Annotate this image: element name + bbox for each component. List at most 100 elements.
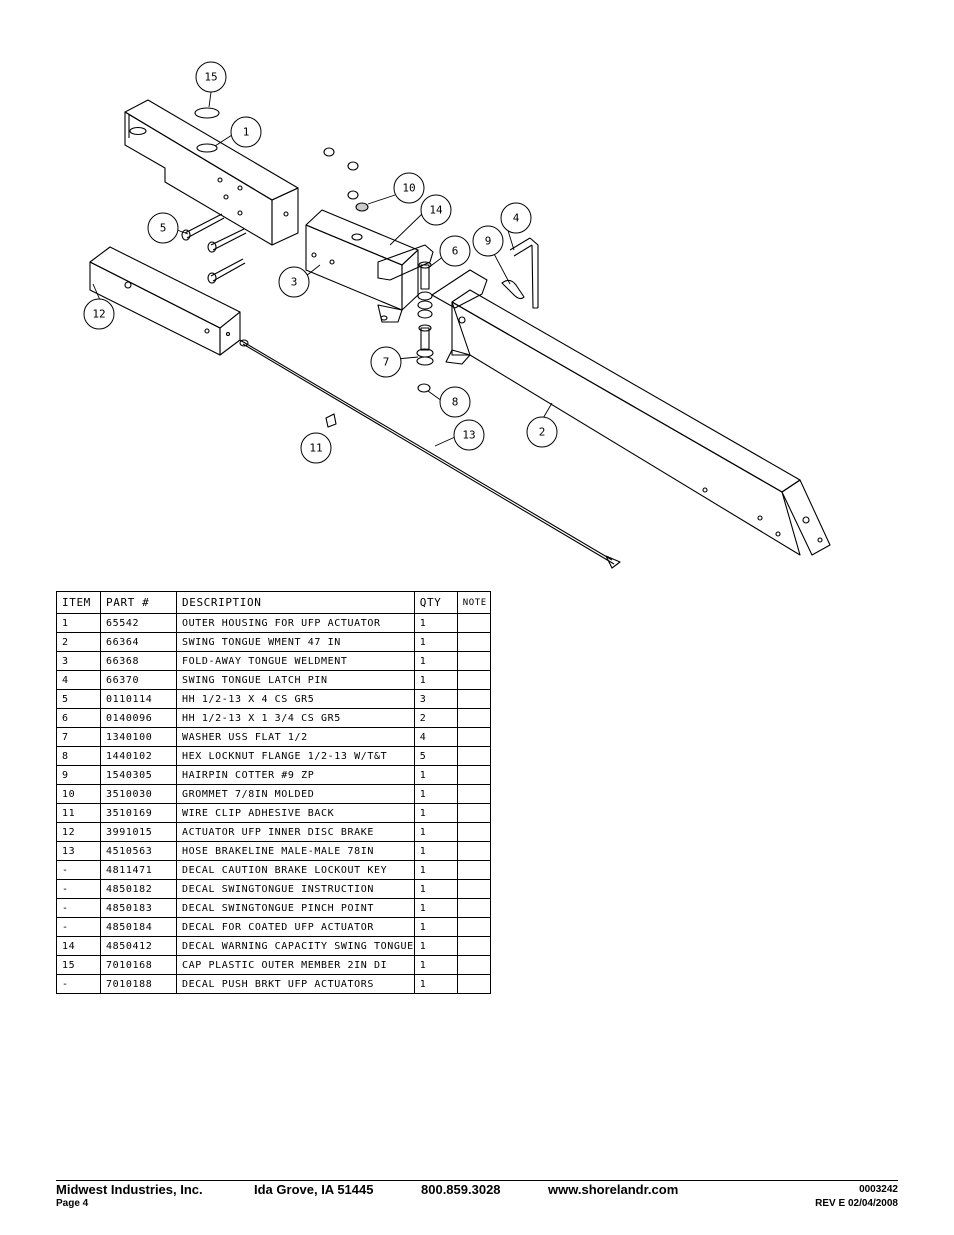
cell-description: SWING TONGUE LATCH PIN <box>176 670 415 690</box>
cell-qty: 1 <box>413 860 458 880</box>
cell-qty: 1 <box>413 917 458 937</box>
cell-qty: 5 <box>413 746 458 766</box>
cell-note <box>456 822 491 842</box>
cell-qty: 1 <box>413 670 458 690</box>
short-bolts-part <box>416 261 434 366</box>
callout-bubble <box>195 61 227 93</box>
cell-item: - <box>56 898 101 918</box>
cell-qty: 1 <box>413 974 458 994</box>
long-bolts-part <box>181 213 247 284</box>
cell-description: GROMMET 7/8IN MOLDED <box>176 784 415 804</box>
cell-qty: 1 <box>413 955 458 975</box>
cell-description: OUTER HOUSING FOR UFP ACTUATOR <box>176 613 415 633</box>
cell-qty: 1 <box>413 765 458 785</box>
callout-number: 8 <box>452 396 459 409</box>
cell-note <box>456 841 491 861</box>
callout-number: 15 <box>204 71 217 84</box>
cell-note <box>456 670 491 690</box>
cell-note <box>456 613 491 633</box>
table-header-row: ITEM PART # DESCRIPTION QTY NOTE <box>56 591 491 614</box>
cell-part-number: 65542 <box>100 613 177 633</box>
cell-qty: 1 <box>413 822 458 842</box>
cell-note <box>456 974 491 994</box>
footer-city: Ida Grove, IA 51445 <box>254 1182 374 1197</box>
cell-note <box>456 632 491 652</box>
locknuts-part <box>323 147 431 393</box>
cell-qty: 1 <box>413 879 458 899</box>
cell-note <box>456 727 491 747</box>
cell-qty: 1 <box>413 784 458 804</box>
callout-number: 11 <box>309 442 322 455</box>
header-qty: QTY <box>413 591 458 614</box>
exploded-parts-diagram: 15 1 10 14 5 4 9 6 3 12 7 8 11 13 2 <box>83 61 831 569</box>
callout-number: 4 <box>513 212 520 225</box>
cell-part-number: 66364 <box>100 632 177 652</box>
cell-qty: 1 <box>413 632 458 652</box>
callout-number: 7 <box>383 356 390 369</box>
cell-item: 9 <box>56 765 101 785</box>
cell-note <box>456 708 491 728</box>
wire-clip-part <box>325 413 337 428</box>
cell-part-number: 0110114 <box>100 689 177 709</box>
callout-number: 10 <box>402 182 415 195</box>
cell-note <box>456 917 491 937</box>
cell-note <box>456 955 491 975</box>
cell-part-number: 4850412 <box>100 936 177 956</box>
callout-bubble <box>526 416 558 448</box>
cell-item: 11 <box>56 803 101 823</box>
swing-tongue-part <box>431 269 831 556</box>
callout-number: 9 <box>485 235 492 248</box>
hairpin-cotter-part <box>501 279 525 300</box>
callout-number: 5 <box>160 222 167 235</box>
plastic-cap-part <box>194 107 220 119</box>
cell-note <box>456 746 491 766</box>
footer-phone: 800.859.3028 <box>421 1182 501 1197</box>
cell-description: HH 1/2-13 X 4 CS GR5 <box>176 689 415 709</box>
callout-bubble <box>370 346 402 378</box>
callout-bubble <box>439 386 471 418</box>
cell-description: WASHER USS FLAT 1/2 <box>176 727 415 747</box>
cell-description: HEX LOCKNUT FLANGE 1/2-13 W/T&T <box>176 746 415 766</box>
inner-actuator-part <box>89 246 241 356</box>
cell-description: HOSE BRAKELINE MALE-MALE 78IN <box>176 841 415 861</box>
cell-note <box>456 803 491 823</box>
brake-hose-part <box>239 339 621 569</box>
cell-qty: 3 <box>413 689 458 709</box>
callout-number: 6 <box>452 245 459 258</box>
cell-item: 10 <box>56 784 101 804</box>
footer-revision: REV E 02/04/2008 <box>815 1198 898 1209</box>
callout-bubble <box>230 116 262 148</box>
cell-part-number: 4811471 <box>100 860 177 880</box>
cell-note <box>456 784 491 804</box>
callout-bubble <box>453 419 485 451</box>
cell-item: 8 <box>56 746 101 766</box>
cell-part-number: 1440102 <box>100 746 177 766</box>
cell-description: WIRE CLIP ADHESIVE BACK <box>176 803 415 823</box>
cell-note <box>456 765 491 785</box>
cell-part-number: 3510030 <box>100 784 177 804</box>
cell-part-number: 3510169 <box>100 803 177 823</box>
callout-bubble <box>393 172 425 204</box>
header-item: ITEM <box>56 591 101 614</box>
footer-doc-number: 0003242 <box>859 1184 898 1195</box>
cell-item: 12 <box>56 822 101 842</box>
cell-item: 7 <box>56 727 101 747</box>
fold-away-weldment-part <box>305 209 434 323</box>
cell-part-number: 0140096 <box>100 708 177 728</box>
cell-description: SWING TONGUE WMENT 47 IN <box>176 632 415 652</box>
cell-note <box>456 936 491 956</box>
cell-part-number: 4850184 <box>100 917 177 937</box>
cell-qty: 1 <box>413 803 458 823</box>
